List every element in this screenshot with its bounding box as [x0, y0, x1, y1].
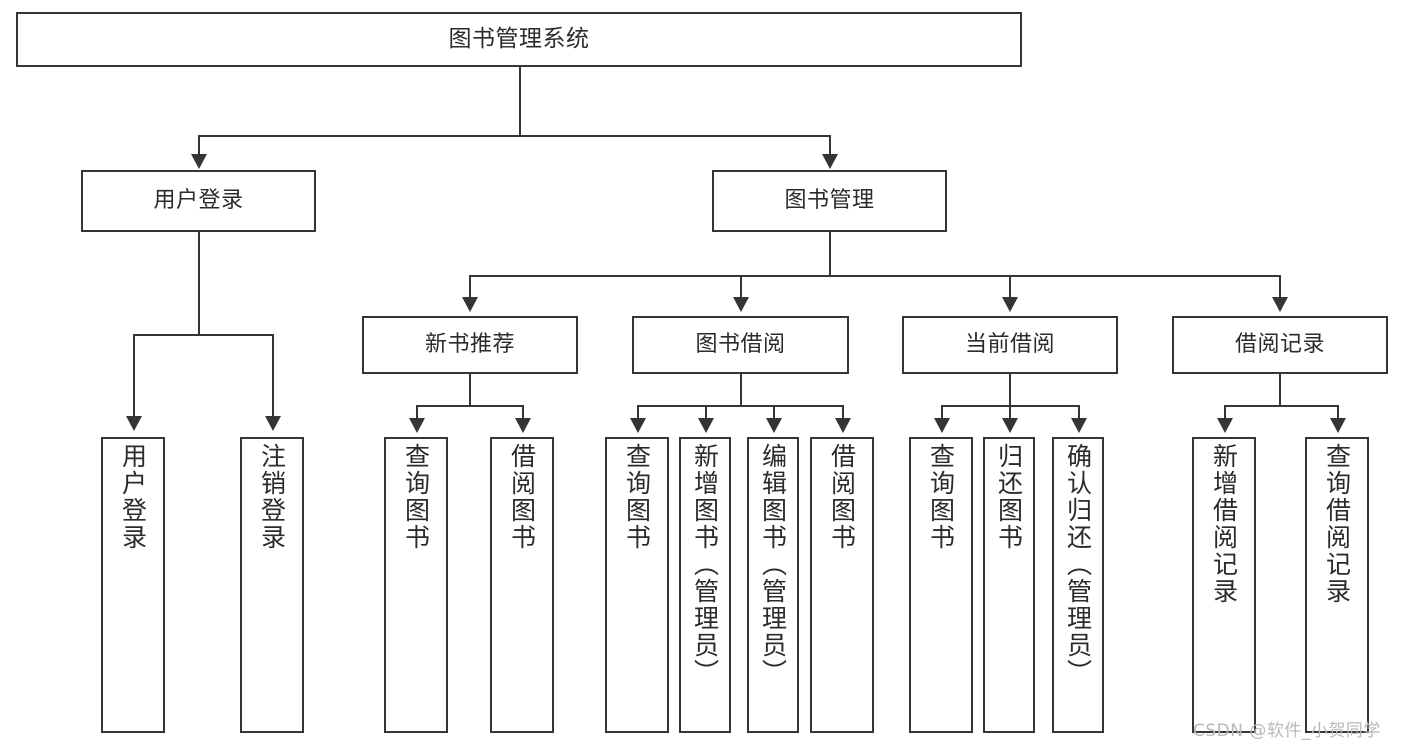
connector-new-book-leg-2 [522, 405, 524, 420]
arrowhead-leaf-add-record [1217, 418, 1233, 433]
connector-current-borrow-leg-2 [1009, 405, 1011, 420]
connector-current-borrow-leg-1 [941, 405, 943, 420]
node-leaf-confirm-return-label: 确认归还（管理员） [1063, 443, 1093, 686]
connector-user-login-leg-2 [272, 334, 274, 418]
connector-book-borrow-stem [740, 374, 742, 406]
node-leaf-logout-label: 注销登录 [257, 443, 287, 551]
arrowhead-book-management [822, 154, 838, 169]
connector-user-login-bus [133, 334, 272, 336]
connector-borrow-record-leg-2 [1337, 405, 1339, 420]
node-new-book-recommend[interactable]: 新书推荐 [362, 316, 578, 374]
connector-book-borrow-leg-2 [705, 405, 707, 420]
connector-to-book-borrow [740, 275, 742, 299]
arrowhead-book-borrow [733, 297, 749, 312]
arrowhead-leaf-query-book-1 [409, 418, 425, 433]
connector-new-book-stem [469, 374, 471, 406]
node-leaf-user-login[interactable]: 用户登录 [101, 437, 165, 733]
node-leaf-user-login-label: 用户登录 [118, 443, 148, 551]
node-book-management[interactable]: 图书管理 [712, 170, 947, 232]
node-borrow-record-label: 借阅记录 [1234, 332, 1325, 358]
arrowhead-leaf-query-record [1330, 418, 1346, 433]
connector-book-management-stem [829, 232, 831, 276]
connector-level3-bus [469, 275, 1280, 277]
node-leaf-add-book[interactable]: 新增图书（管理员） [679, 437, 731, 733]
connector-borrow-record-leg-1 [1224, 405, 1226, 420]
arrowhead-leaf-add-book [698, 418, 714, 433]
connector-to-current-borrow [1009, 275, 1011, 299]
node-leaf-confirm-return[interactable]: 确认归还（管理员） [1052, 437, 1104, 733]
connector-borrow-record-bus [1224, 405, 1337, 407]
node-leaf-query-book-3-label: 查询图书 [926, 443, 956, 551]
arrowhead-leaf-logout [265, 416, 281, 431]
watermark-text: CSDN @软件_小贺同学 [1193, 721, 1381, 741]
arrowhead-current-borrow [1002, 297, 1018, 312]
node-leaf-query-record[interactable]: 查询借阅记录 [1305, 437, 1369, 733]
node-leaf-edit-book[interactable]: 编辑图书（管理员） [747, 437, 799, 733]
connector-book-borrow-leg-1 [637, 405, 639, 420]
node-leaf-borrow-book-2-label: 借阅图书 [827, 443, 857, 551]
node-leaf-return-book-label: 归还图书 [994, 443, 1024, 551]
connector-new-book-leg-1 [416, 405, 418, 420]
node-user-login[interactable]: 用户登录 [81, 170, 316, 232]
connector-user-login-stem [198, 232, 200, 336]
connector-user-login-leg-1 [133, 334, 135, 418]
connector-to-borrow-record [1279, 275, 1281, 299]
arrowhead-user-login [191, 154, 207, 169]
node-current-borrow[interactable]: 当前借阅 [902, 316, 1118, 374]
node-leaf-add-record-label: 新增借阅记录 [1209, 443, 1239, 605]
arrowhead-leaf-borrow-book-1 [515, 418, 531, 433]
arrowhead-leaf-borrow-book-2 [835, 418, 851, 433]
arrowhead-leaf-user-login [126, 416, 142, 431]
node-leaf-borrow-book-2[interactable]: 借阅图书 [810, 437, 874, 733]
arrowhead-leaf-confirm-return [1071, 418, 1087, 433]
connector-root-stem [519, 66, 521, 135]
arrowhead-leaf-return-book [1002, 418, 1018, 433]
node-leaf-borrow-book-1-label: 借阅图书 [507, 443, 537, 551]
connector-book-borrow-leg-3 [773, 405, 775, 420]
node-leaf-add-book-label: 新增图书（管理员） [690, 443, 720, 686]
arrowhead-leaf-query-book-2 [630, 418, 646, 433]
node-leaf-query-book-2[interactable]: 查询图书 [605, 437, 669, 733]
node-leaf-edit-book-label: 编辑图书（管理员） [758, 443, 788, 686]
connector-level2-bus [198, 135, 830, 137]
connector-current-borrow-leg-3 [1078, 405, 1080, 420]
node-current-borrow-label: 当前借阅 [964, 332, 1055, 358]
arrowhead-leaf-query-book-3 [934, 418, 950, 433]
node-leaf-return-book[interactable]: 归还图书 [983, 437, 1035, 733]
connector-book-borrow-leg-4 [842, 405, 844, 420]
node-leaf-query-record-label: 查询借阅记录 [1322, 443, 1352, 605]
connector-to-book-management [829, 135, 831, 156]
node-leaf-query-book-3[interactable]: 查询图书 [909, 437, 973, 733]
node-leaf-add-record[interactable]: 新增借阅记录 [1192, 437, 1256, 733]
node-borrow-record[interactable]: 借阅记录 [1172, 316, 1388, 374]
node-root[interactable]: 图书管理系统 [16, 12, 1022, 67]
node-book-management-label: 图书管理 [784, 188, 875, 214]
node-leaf-query-book-1-label: 查询图书 [401, 443, 431, 551]
arrowhead-leaf-edit-book [766, 418, 782, 433]
node-new-book-recommend-label: 新书推荐 [424, 332, 515, 358]
node-leaf-query-book-1[interactable]: 查询图书 [384, 437, 448, 733]
connector-new-book-bus [416, 405, 522, 407]
node-leaf-query-book-2-label: 查询图书 [622, 443, 652, 551]
node-user-login-label: 用户登录 [153, 188, 244, 214]
connector-borrow-record-stem [1279, 374, 1281, 406]
node-book-borrow[interactable]: 图书借阅 [632, 316, 849, 374]
connector-current-borrow-stem [1009, 374, 1011, 406]
arrowhead-borrow-record [1272, 297, 1288, 312]
node-leaf-logout[interactable]: 注销登录 [240, 437, 304, 733]
node-root-label: 图书管理系统 [448, 26, 590, 53]
node-book-borrow-label: 图书借阅 [695, 332, 786, 358]
connector-to-new-book [469, 275, 471, 299]
connector-to-user-login [198, 135, 200, 156]
node-leaf-borrow-book-1[interactable]: 借阅图书 [490, 437, 554, 733]
arrowhead-new-book-recommend [462, 297, 478, 312]
connector-book-borrow-bus [637, 405, 842, 407]
